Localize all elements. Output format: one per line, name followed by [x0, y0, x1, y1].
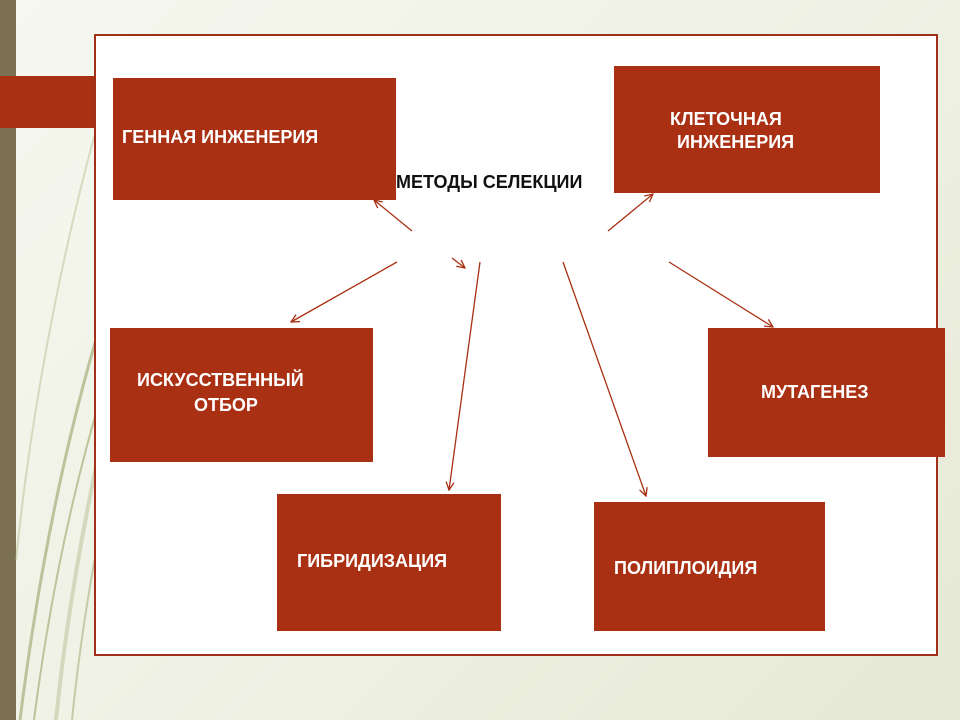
box-artificial-selection-label-line2: ОТБОР — [194, 395, 258, 415]
box-polyploidy-label: ПОЛИПЛОИДИЯ — [614, 558, 758, 578]
box-mutagenesis: МУТАГЕНЕЗ — [708, 328, 945, 457]
decorative-swoosh — [18, 299, 110, 720]
box-cell-engineering-label-line2: ИНЖЕНЕРИЯ — [677, 132, 795, 152]
decorative-swoosh — [15, 129, 97, 561]
box-cell-engineering-label-line1: КЛЕТОЧНАЯ — [670, 109, 782, 129]
box-gene-engineering-label: ГЕННАЯ ИНЖЕНЕРИЯ — [122, 127, 319, 147]
left-accent-tab — [0, 76, 110, 128]
box-cell-engineering: КЛЕТОЧНАЯ ИНЖЕНЕРИЯ — [614, 66, 880, 193]
left-sidebar-bar — [0, 0, 16, 720]
box-hybridization: ГИБРИДИЗАЦИЯ — [277, 494, 501, 631]
box-artificial-selection-label-line1: ИСКУССТВЕННЫЙ — [137, 370, 304, 390]
center-label: МЕТОДЫ СЕЛЕКЦИИ — [396, 172, 583, 192]
box-mutagenesis-label: МУТАГЕНЕЗ — [761, 382, 869, 402]
box-artificial-selection: ИСКУССТВЕННЫЙ ОТБОР — [110, 328, 373, 462]
box-hybridization-label: ГИБРИДИЗАЦИЯ — [297, 551, 448, 571]
box-gene-engineering: ГЕННАЯ ИНЖЕНЕРИЯ — [113, 78, 396, 200]
box-polyploidy: ПОЛИПЛОИДИЯ — [594, 502, 825, 631]
